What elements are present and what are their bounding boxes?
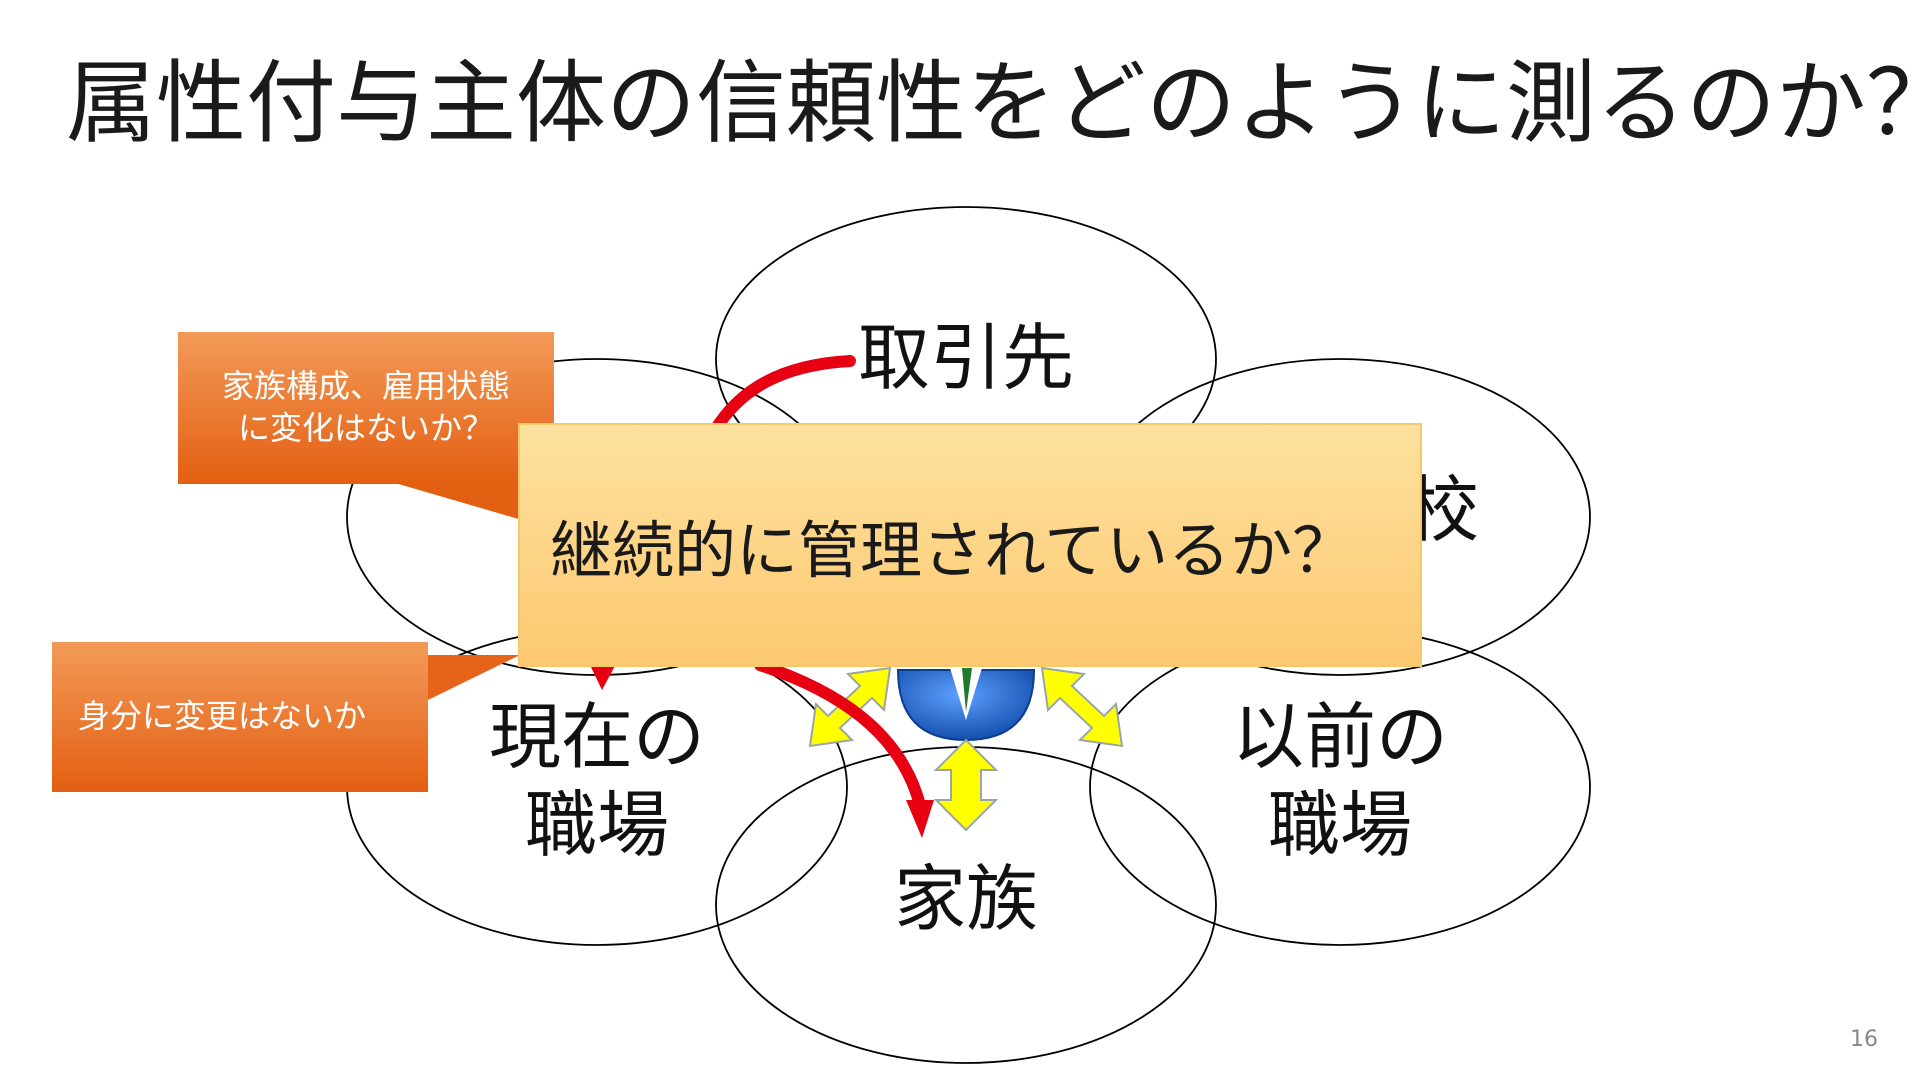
callout-line: 身分に変更はないか <box>78 697 367 736</box>
callout-pointer <box>428 655 520 700</box>
main-question-box: 継続的に管理されているか？ <box>518 423 1422 667</box>
circle-label-left-lower-1: 現在の <box>489 695 705 779</box>
callout-line: に変化はないか？ <box>237 409 494 447</box>
page-number: 16 <box>1850 1027 1878 1052</box>
circle-label-top: 取引先 <box>858 316 1074 400</box>
callout-family-employment: 家族構成、雇用状態 に変化はないか？ <box>178 332 554 484</box>
circle-label-right-lower-2: 職場 <box>1268 783 1412 867</box>
red-curved-arrow-icon <box>590 355 934 838</box>
callout-identity: 身分に変更はないか <box>52 642 428 792</box>
callout-line: 家族構成、雇用状態 <box>221 367 510 406</box>
double-arrow-icon <box>808 666 1124 832</box>
page-title: 属性付与主体の信頼性をどのように測るのか？ <box>66 51 1920 156</box>
callout-pointer <box>395 483 555 520</box>
circle-label-bottom: 家族 <box>894 857 1038 941</box>
business-person-icon <box>896 668 1036 742</box>
callout-family-employment-bg <box>178 332 554 484</box>
callout-identity-bg <box>52 642 428 792</box>
circle-label-left-lower-2: 職場 <box>525 783 669 867</box>
circle-label-right-lower-1: 以前の <box>1232 695 1448 779</box>
